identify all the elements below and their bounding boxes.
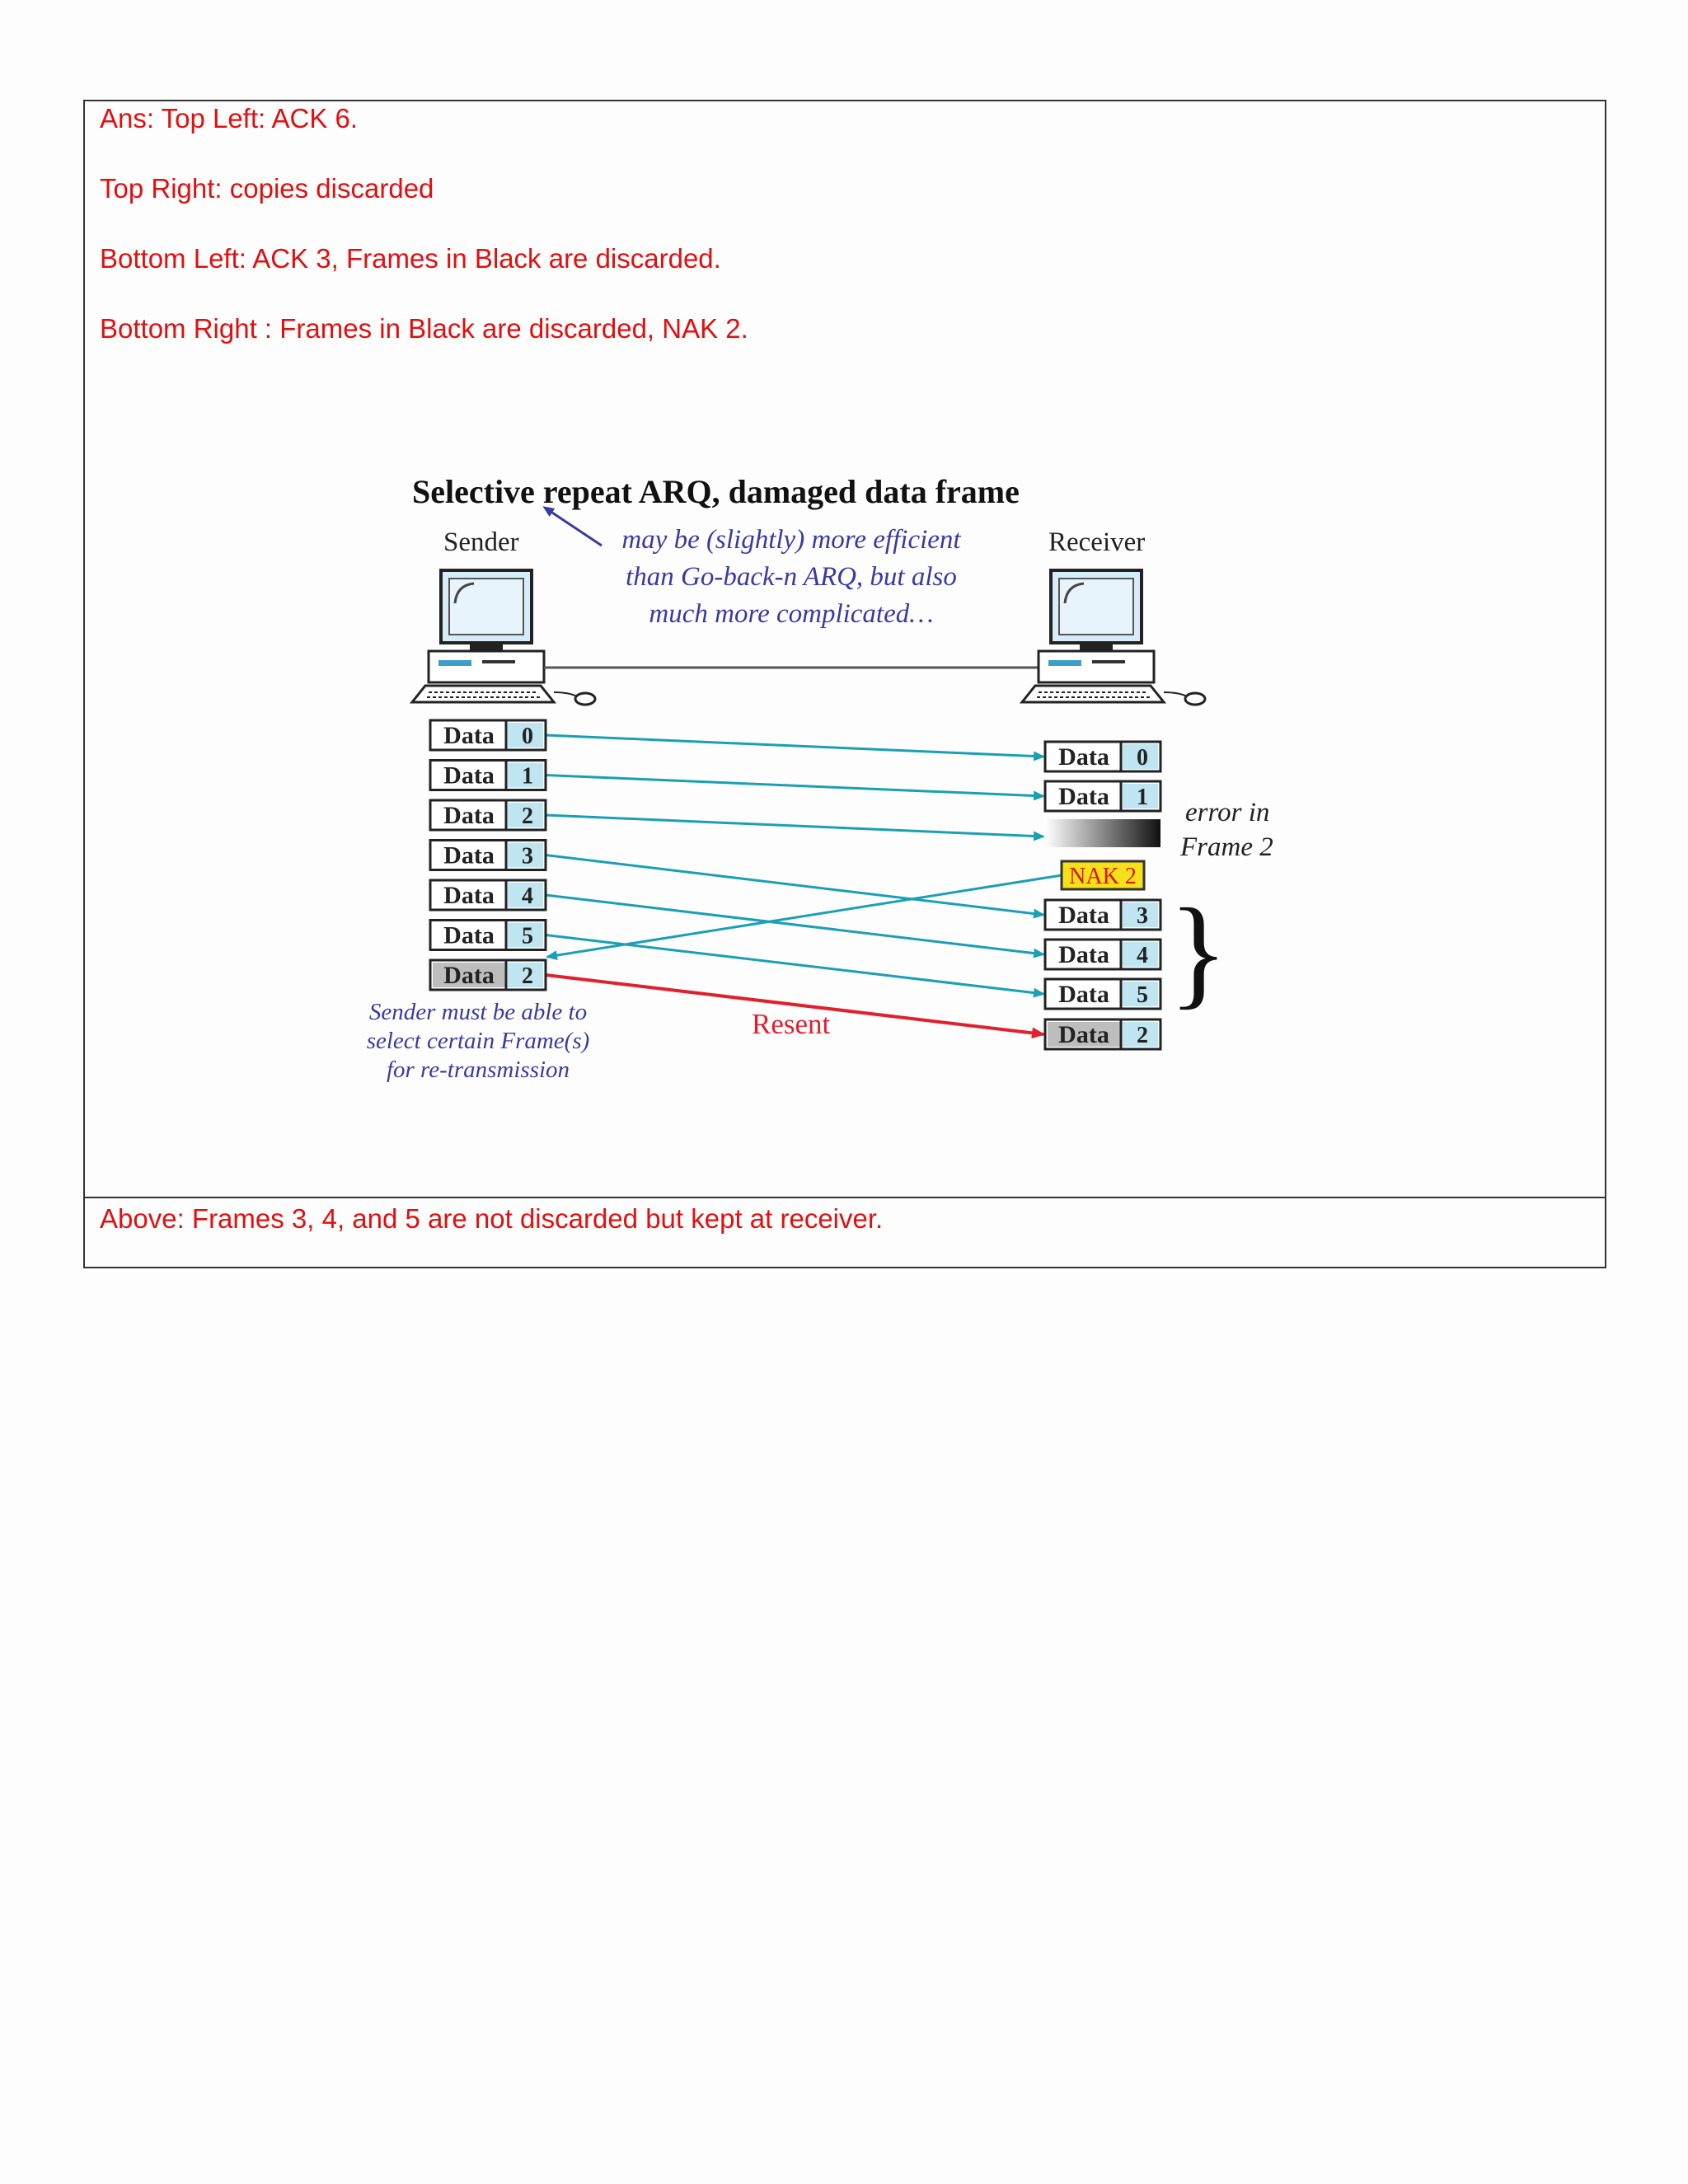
sender-frame-number: 3 bbox=[522, 844, 533, 869]
sender-label: Sender bbox=[443, 527, 519, 557]
receiver-frame-number: 0 bbox=[1137, 745, 1148, 771]
receiver-frame: Data 3 bbox=[1043, 898, 1162, 931]
sender-frame: Data 2 bbox=[429, 799, 547, 832]
callout-line-3: much more complicated… bbox=[649, 599, 933, 629]
answer-top-left: Ans: Top Left: ACK 6. bbox=[100, 103, 359, 134]
sender-frame-label: Data bbox=[443, 842, 495, 869]
receiver-label: Receiver bbox=[1048, 527, 1145, 557]
receiver-frame-number: 5 bbox=[1137, 982, 1148, 1008]
receiver-frame: Data 4 bbox=[1043, 938, 1162, 971]
frame-arrow bbox=[545, 733, 1045, 762]
frame-arrow bbox=[545, 893, 1045, 958]
document-table: Ans: Top Left: ACK 6. Top Right: copies … bbox=[83, 100, 1606, 1268]
sender-frame-label: Data bbox=[443, 762, 495, 790]
receiver-frame-label: Data bbox=[1058, 902, 1109, 929]
note-text: Above: Frames 3, 4, and 5 are not discar… bbox=[100, 1203, 884, 1234]
answer-bottom-left: Bottom Left: ACK 3, Frames in Black are … bbox=[100, 243, 721, 274]
nak-label: NAK 2 bbox=[1069, 864, 1137, 889]
frame-arrow bbox=[545, 774, 1045, 801]
receiver-frame-label: Data bbox=[1058, 783, 1109, 810]
sender-frame-number: 4 bbox=[522, 883, 533, 909]
answer-top-right: Top Right: copies discarded bbox=[100, 173, 434, 204]
sender-frame-number: 5 bbox=[522, 924, 533, 949]
sender-frame-number: 1 bbox=[522, 764, 533, 790]
frame-arrow bbox=[545, 854, 1045, 919]
kept-frames-brace: } bbox=[1169, 883, 1228, 1020]
resent-label: Resent bbox=[752, 1008, 831, 1040]
sender-frame: Data 5 bbox=[429, 919, 547, 951]
callout-pointer bbox=[542, 506, 603, 547]
figure-title: Selective repeat ARQ, damaged data frame bbox=[412, 473, 1020, 510]
receiver-frame: Data 0 bbox=[1043, 740, 1162, 773]
receiver-frame: Data 1 bbox=[1043, 780, 1162, 813]
answer-cell: Ans: Top Left: ACK 6. Top Right: copies … bbox=[85, 101, 1605, 1198]
error-label-line-2: Frame 2 bbox=[1179, 832, 1273, 862]
sender-frame-number: 2 bbox=[522, 963, 533, 989]
resent-arrow bbox=[545, 973, 1045, 1039]
receiver-frame-label: Data bbox=[1058, 743, 1109, 771]
receiver-frame-number: 4 bbox=[1137, 943, 1148, 968]
answer-bottom-right: Bottom Right : Frames in Black are disca… bbox=[100, 313, 748, 344]
receiver-frame-label: Data bbox=[1058, 941, 1109, 968]
sender-note-line-3: for re-transmission bbox=[387, 1057, 570, 1083]
sender-note-line-2: select certain Frame(s) bbox=[367, 1028, 590, 1054]
receiver-frame-label: Data bbox=[1058, 1021, 1109, 1048]
callout-line-1: may be (slightly) more efficient bbox=[621, 525, 961, 555]
sender-frame-number: 2 bbox=[522, 804, 533, 829]
receiver-frame: Data 2 bbox=[1043, 1018, 1162, 1051]
note-cell: Above: Frames 3, 4, and 5 are not discar… bbox=[85, 1198, 1605, 1268]
sender-frame-label: Data bbox=[443, 722, 495, 749]
error-label-line-1: error in bbox=[1185, 798, 1269, 827]
sender-frame: Data 0 bbox=[429, 719, 547, 752]
receiver-frame-number: 1 bbox=[1137, 785, 1148, 810]
sender-frame-label: Data bbox=[443, 802, 495, 829]
sender-frame-label: Data bbox=[443, 882, 495, 909]
sender-frame-label: Data bbox=[443, 922, 495, 949]
nak-arrow bbox=[546, 874, 1062, 961]
frame-arrow bbox=[545, 813, 1045, 841]
selective-repeat-arq-diagram: Selective repeat ARQ, damaged data frame… bbox=[367, 473, 1273, 1083]
receiver-computer-icon bbox=[1019, 569, 1207, 706]
sender-frame: Data 3 bbox=[429, 839, 547, 871]
sender-frame: Data 2 bbox=[429, 958, 547, 991]
sender-frame: Data 4 bbox=[429, 879, 547, 912]
sender-frame-number: 0 bbox=[522, 724, 533, 749]
arrows-layer bbox=[545, 733, 1062, 1039]
receiver-frame: Data 5 bbox=[1043, 977, 1162, 1010]
receiver-frame-number: 3 bbox=[1137, 903, 1148, 929]
callout-line-2: than Go-back-n ARQ, but also bbox=[626, 562, 957, 592]
receiver-frame-label: Data bbox=[1058, 981, 1109, 1008]
receiver-frame-number: 2 bbox=[1137, 1023, 1148, 1048]
damaged-frame-block bbox=[1045, 819, 1160, 847]
sender-computer-icon bbox=[409, 569, 597, 706]
nak-badge bbox=[1060, 860, 1146, 891]
sender-frame-label: Data bbox=[443, 962, 495, 989]
sender-frame: Data 1 bbox=[429, 759, 547, 791]
sender-note-line-1: Sender must be able to bbox=[369, 999, 587, 1025]
